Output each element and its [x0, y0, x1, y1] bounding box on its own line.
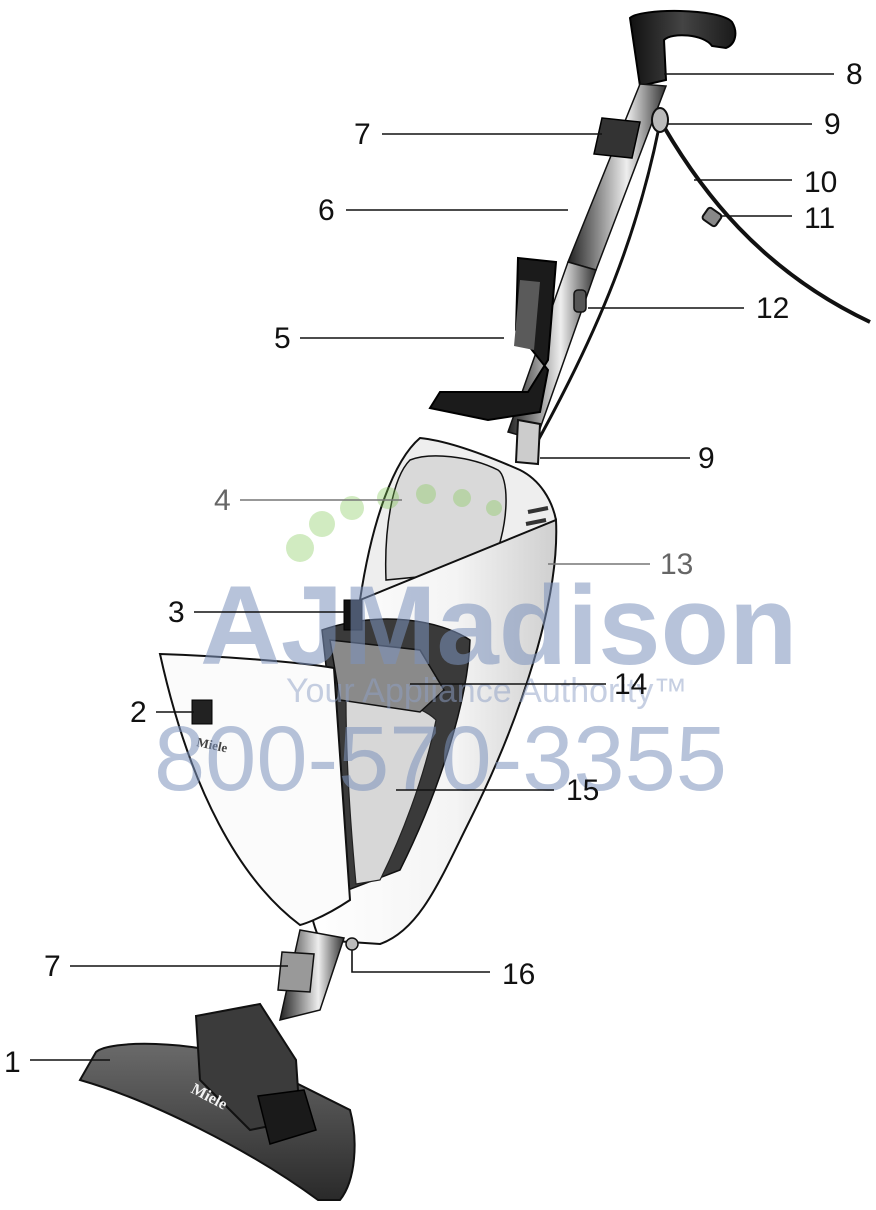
cord-clip-icon — [701, 206, 723, 228]
nozzle-pedal — [257, 1089, 317, 1145]
callout-7-upper: 7 — [354, 118, 371, 151]
telescopic-tube — [566, 83, 668, 271]
tube-lock-lower — [277, 951, 315, 993]
foot-switch — [345, 937, 359, 951]
callout-4: 4 — [214, 484, 231, 517]
bag-collar — [329, 639, 445, 713]
cord-hook-lower — [514, 418, 542, 466]
callout-13: 13 — [660, 548, 693, 581]
leader-16 — [351, 950, 490, 973]
callout-12: 12 — [756, 292, 789, 325]
callout-9-upper: 9 — [824, 108, 841, 141]
cord-back-run — [528, 111, 664, 456]
release-latch — [343, 599, 363, 631]
callout-7-lower: 7 — [44, 950, 61, 983]
watermark-tagline: Your Appliance Authority™ — [286, 672, 687, 710]
watermark: AJMadison Your Appliance Authority™ 800-… — [154, 484, 797, 810]
body-brand-logo: Miele — [195, 734, 229, 755]
callout-8: 8 — [846, 58, 863, 91]
watermark-brand: AJMadison — [200, 563, 797, 688]
release-knob — [573, 289, 587, 313]
callout-11: 11 — [804, 202, 835, 235]
callout-14: 14 — [614, 668, 647, 701]
power-cord — [658, 119, 871, 324]
vacuum-illustration: Miele Miele — [78, 9, 871, 1201]
callout-1: 1 — [4, 1046, 21, 1079]
tube-lock-upper — [593, 117, 641, 159]
watermark-dots-icon — [286, 484, 502, 562]
callout-2: 2 — [130, 696, 147, 729]
callout-3: 3 — [168, 596, 185, 629]
cord-hook-upper — [651, 107, 669, 133]
callout-16: 16 — [502, 958, 535, 991]
accessory-holder-highlight — [514, 280, 540, 350]
callout-5: 5 — [274, 322, 291, 355]
callout-6: 6 — [318, 194, 335, 227]
handle-grip — [628, 9, 737, 88]
callout-15: 15 — [566, 774, 599, 807]
callouts: 8 9 7 10 6 11 12 5 9 4 13 3 14 — [4, 58, 863, 1079]
carry-handle — [384, 455, 507, 581]
watermark-phone: 800-570-3355 — [154, 708, 727, 810]
callout-10: 10 — [804, 166, 837, 199]
callout-9-lower: 9 — [698, 442, 715, 475]
